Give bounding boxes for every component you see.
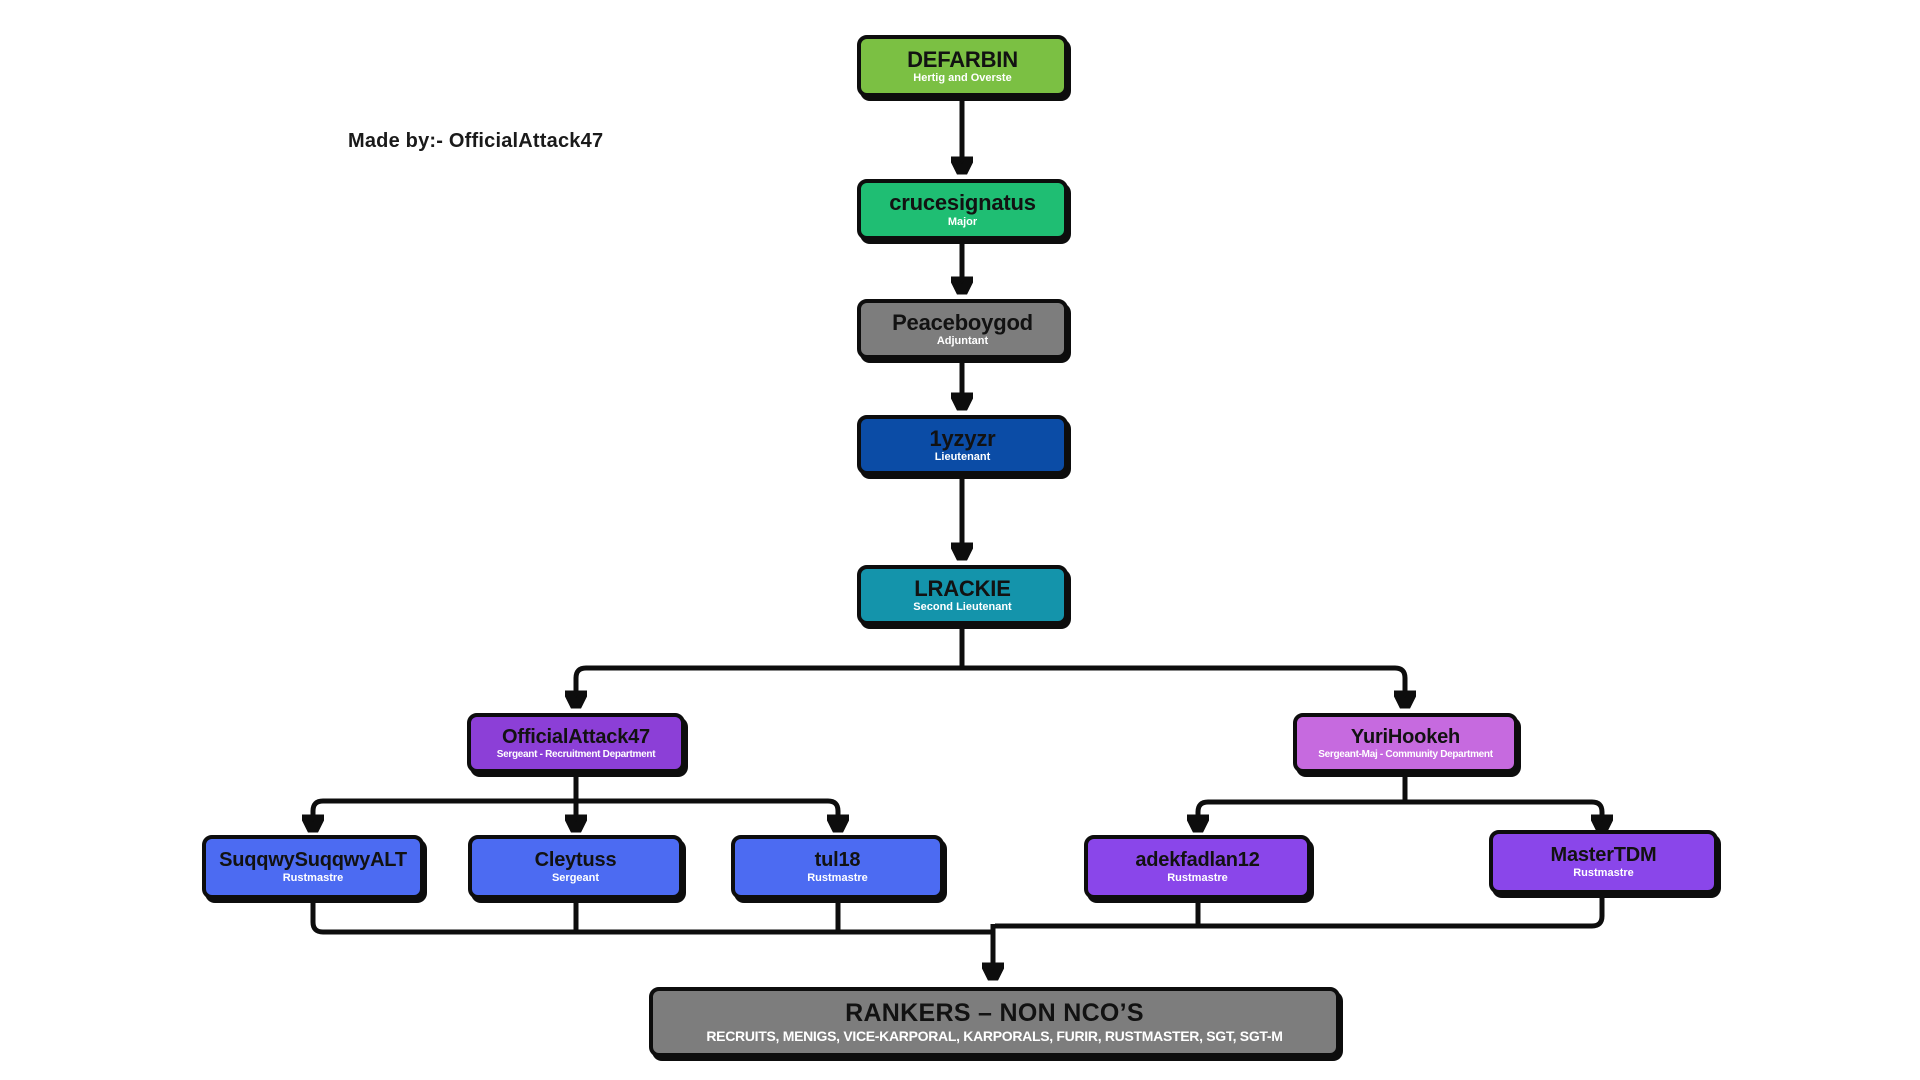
node-yurihookeh: YuriHookeh Sergeant-Maj - Community Depa… xyxy=(1293,713,1518,773)
node-officialattack47: OfficialAttack47 Sergeant - Recruitment … xyxy=(467,713,685,773)
node-crucesignatus: crucesignatus Major xyxy=(857,179,1068,240)
node-crucesignatus-name: crucesignatus xyxy=(889,190,1036,216)
node-1yzyzr-name: 1yzyzr xyxy=(929,425,996,451)
node-defarbin-name: DEFARBIN xyxy=(907,46,1018,72)
node-yurihookeh-name: YuriHookeh xyxy=(1350,725,1461,748)
node-defarbin-role: Hertig and Overste xyxy=(913,72,1012,84)
node-lrackie-name: LRACKIE xyxy=(914,575,1011,601)
node-rankers-name: RANKERS – NON NCO’S xyxy=(845,998,1144,1027)
node-suqqwysuqqwyalt-role: Rustmastre xyxy=(282,871,344,884)
edge-merge-left xyxy=(310,898,993,935)
node-mastertdm: MasterTDM Rustmastre xyxy=(1489,830,1718,894)
node-suqqwysuqqwyalt-name: SuqqwySuqqwyALT xyxy=(219,848,407,871)
node-suqqwysuqqwyalt: SuqqwySuqqwyALT Rustmastre xyxy=(202,835,424,899)
node-mastertdm-role: Rustmastre xyxy=(1573,866,1634,879)
node-rankers: RANKERS – NON NCO’S RECRUITS, MENIGS, VI… xyxy=(649,987,1340,1057)
made-by-note: Made by:- OfficialAttack47 xyxy=(348,130,604,152)
node-rankers-role: RECRUITS, MENIGS, VICE-KARPORAL, KARPORA… xyxy=(706,1027,1283,1044)
node-adekfadlan12-name: adekfadlan12 xyxy=(1135,848,1260,871)
node-adekfadlan12: adekfadlan12 Rustmastre xyxy=(1084,835,1311,899)
node-tul18-name: tul18 xyxy=(814,848,861,871)
edge-lrackie-officialattack47 xyxy=(576,665,962,704)
node-lrackie-role: Second Lieutenant xyxy=(913,601,1012,613)
edge-merge-right xyxy=(995,898,1605,929)
edge-yurihookeh-mastertdm xyxy=(1405,799,1602,828)
node-cleytuss-name: Cleytuss xyxy=(534,848,617,871)
node-peaceboygod-role: Adjuntant xyxy=(936,335,989,347)
node-1yzyzr-role: Lieutenant xyxy=(934,451,991,463)
edge-officialattack47-suqqwy xyxy=(313,798,576,828)
node-officialattack47-role: Sergeant - Recruitment Department xyxy=(496,748,656,760)
node-lrackie: LRACKIE Second Lieutenant xyxy=(857,565,1068,625)
node-peaceboygod-name: Peaceboygod xyxy=(892,309,1033,335)
edge-officialattack47-tul18 xyxy=(576,798,838,828)
node-crucesignatus-role: Major xyxy=(947,215,978,228)
node-tul18: tul18 Rustmastre xyxy=(731,835,944,899)
node-yurihookeh-role: Sergeant-Maj - Community Department xyxy=(1318,748,1493,760)
node-mastertdm-name: MasterTDM xyxy=(1550,843,1657,866)
node-adekfadlan12-role: Rustmastre xyxy=(1167,871,1228,884)
node-officialattack47-name: OfficialAttack47 xyxy=(502,725,650,748)
node-peaceboygod: Peaceboygod Adjuntant xyxy=(857,299,1068,359)
edge-lrackie-yurihookeh xyxy=(962,665,1405,704)
node-cleytuss: Cleytuss Sergeant xyxy=(468,835,683,899)
node-1yzyzr: 1yzyzr Lieutenant xyxy=(857,415,1068,475)
node-cleytuss-role: Sergeant xyxy=(551,871,600,884)
edge-yurihookeh-adekfadlan12 xyxy=(1198,799,1405,828)
node-defarbin: DEFARBIN Hertig and Overste xyxy=(857,35,1068,97)
node-tul18-role: Rustmastre xyxy=(807,871,868,884)
